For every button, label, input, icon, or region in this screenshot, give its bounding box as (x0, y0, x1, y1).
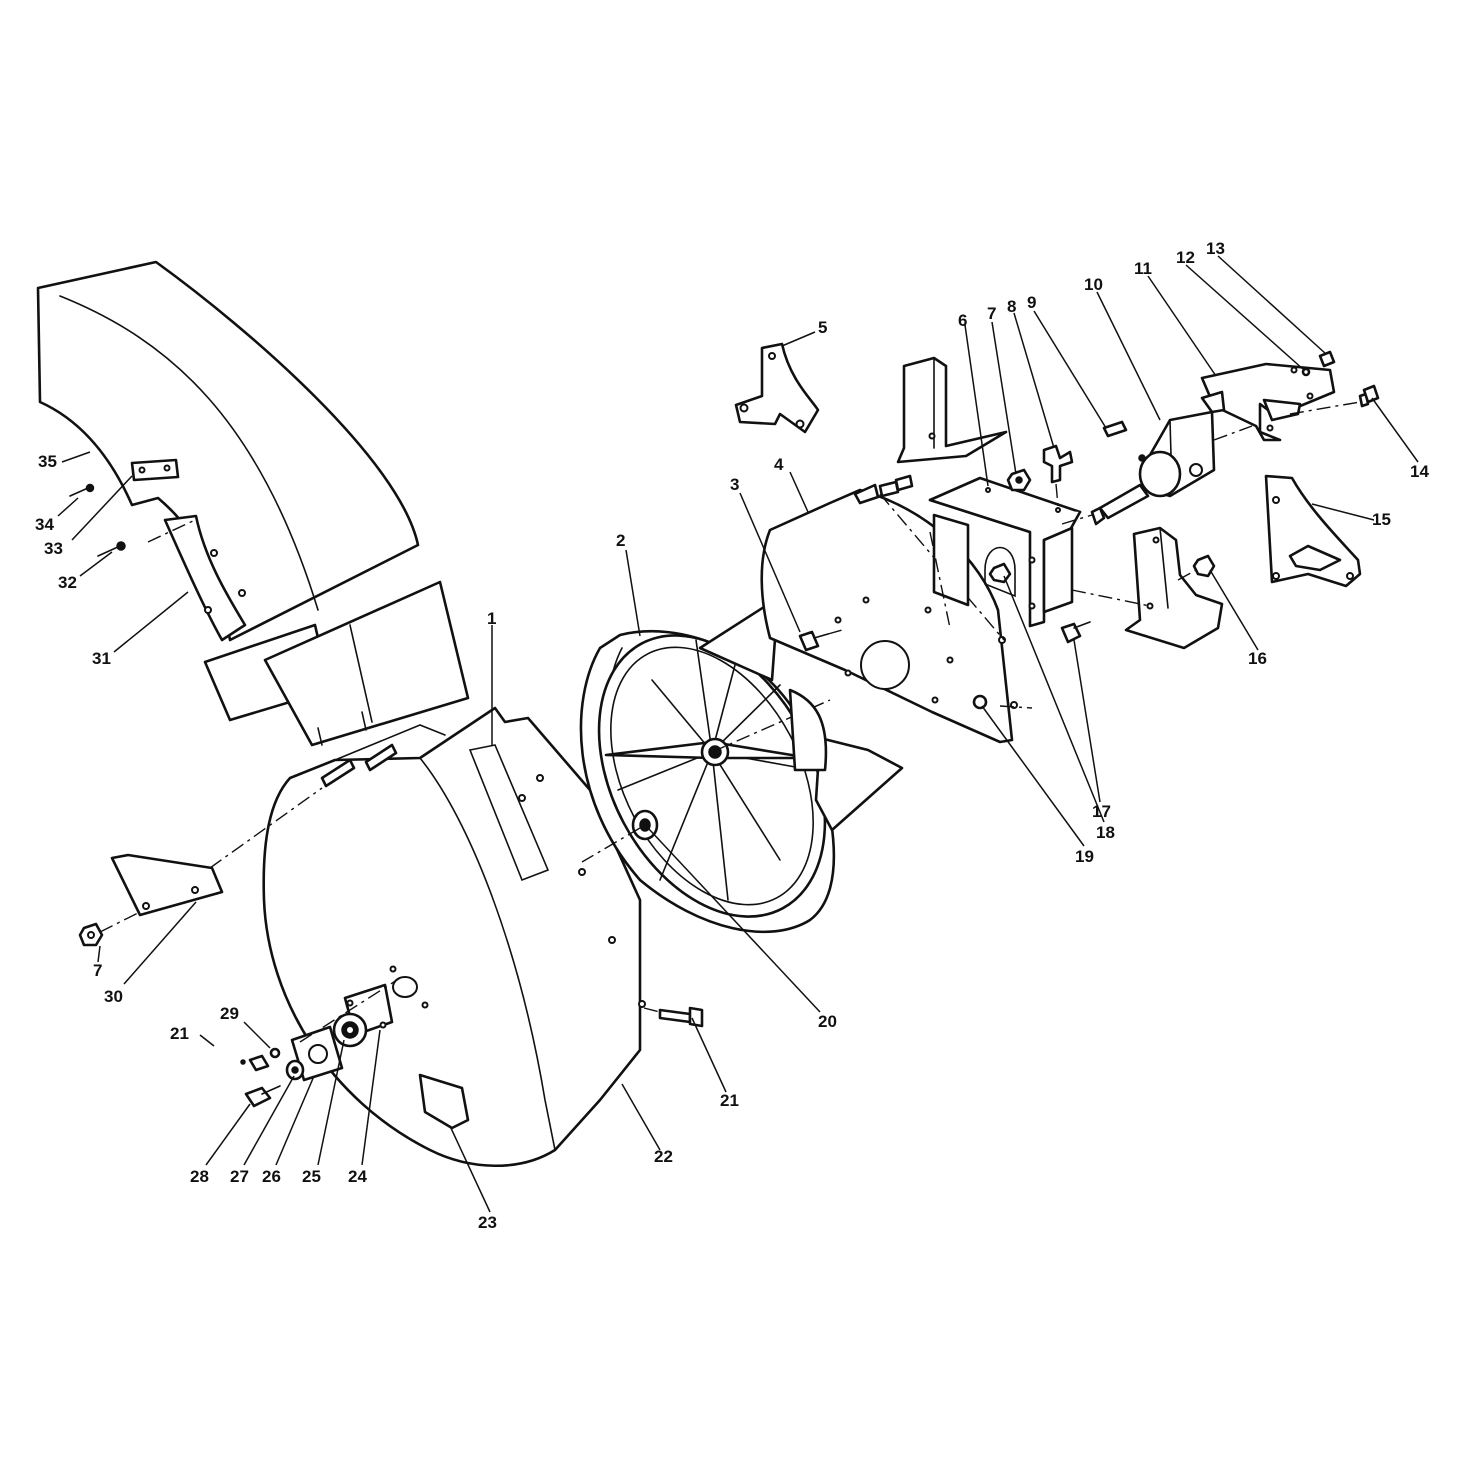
leader-lines (57, 255, 1419, 1213)
callout-30: 30 (104, 987, 123, 1006)
callout-8: 8 (1007, 297, 1016, 316)
callout-28: 28 (190, 1167, 209, 1186)
callout-9: 9 (1027, 293, 1036, 312)
callout-23: 23 (478, 1213, 497, 1232)
wing-knob (1042, 444, 1074, 484)
callout-21-left: 21 (170, 1024, 189, 1043)
motor-support-left (896, 356, 1008, 464)
impeller-wheel (579, 629, 836, 934)
callout-3: 3 (730, 475, 739, 494)
bolt-27 (248, 1054, 270, 1072)
callout-34: 34 (35, 515, 54, 534)
side-bracket (110, 853, 224, 917)
callout-17: 17 (1092, 802, 1111, 821)
motor-support-right (1124, 526, 1224, 650)
bolt-3 (798, 630, 829, 652)
callout-labels: 1 2 3 4 5 6 7 7 8 9 10 11 12 13 14 15 16… (35, 239, 1429, 1232)
motor (1090, 410, 1216, 526)
top-bracket (1200, 362, 1336, 442)
callout-20: 20 (818, 1012, 837, 1031)
callout-16: 16 (1248, 649, 1267, 668)
nut-7-lower (78, 922, 104, 947)
callout-10: 10 (1084, 275, 1103, 294)
callout-12: 12 (1176, 248, 1195, 267)
callout-21-right: 21 (720, 1091, 739, 1110)
mount-bracket-left (734, 342, 820, 434)
callout-22: 22 (654, 1147, 673, 1166)
pin-34 (69, 483, 95, 497)
mount-bracket-right (1264, 474, 1362, 588)
callout-26: 26 (262, 1167, 281, 1186)
callout-15: 15 (1372, 510, 1391, 529)
nut-16 (1192, 554, 1216, 578)
woodruff-key (1102, 420, 1128, 438)
discharge-chute (36, 260, 420, 642)
callout-18: 18 (1096, 823, 1115, 842)
motor-mount (928, 476, 1082, 628)
callout-29: 29 (220, 1004, 239, 1023)
screw-13 (1318, 350, 1336, 368)
pin-32 (97, 541, 126, 557)
callout-4: 4 (774, 455, 784, 474)
bolt-21-right (658, 1006, 704, 1028)
lock-washer (269, 1047, 281, 1059)
callout-2: 2 (616, 531, 625, 550)
callout-33: 33 (44, 539, 63, 558)
washer-12 (1301, 367, 1311, 377)
deflector-bracket (163, 514, 247, 642)
callout-11: 11 (1134, 259, 1152, 278)
bearing (332, 1012, 368, 1048)
impeller-fins (698, 596, 904, 832)
callout-32: 32 (58, 573, 77, 592)
callout-7-upper: 7 (987, 304, 996, 323)
callout-19: 19 (1075, 847, 1094, 866)
spacer-washer (285, 1059, 305, 1081)
callout-27: 27 (230, 1167, 249, 1186)
clip-plate (130, 458, 180, 482)
bolt-17 (1060, 621, 1091, 644)
screw-14 (1358, 384, 1380, 408)
callout-7-lower: 7 (93, 961, 102, 980)
callout-13: 13 (1206, 239, 1225, 258)
callout-6: 6 (958, 311, 967, 330)
callout-1: 1 (487, 609, 496, 628)
housing-studs (320, 743, 398, 788)
callout-24: 24 (348, 1167, 367, 1186)
blower-housing (262, 706, 646, 1168)
callout-14: 14 (1410, 462, 1429, 481)
bolt-28 (244, 1085, 281, 1108)
chute-transition (203, 580, 470, 747)
nut-7-upper (1006, 468, 1032, 492)
nut-19 (972, 694, 988, 710)
nut-18 (988, 562, 1012, 584)
callout-35: 35 (38, 452, 57, 471)
callout-5: 5 (818, 318, 827, 337)
callout-31: 31 (92, 649, 111, 668)
callout-25: 25 (302, 1167, 321, 1186)
